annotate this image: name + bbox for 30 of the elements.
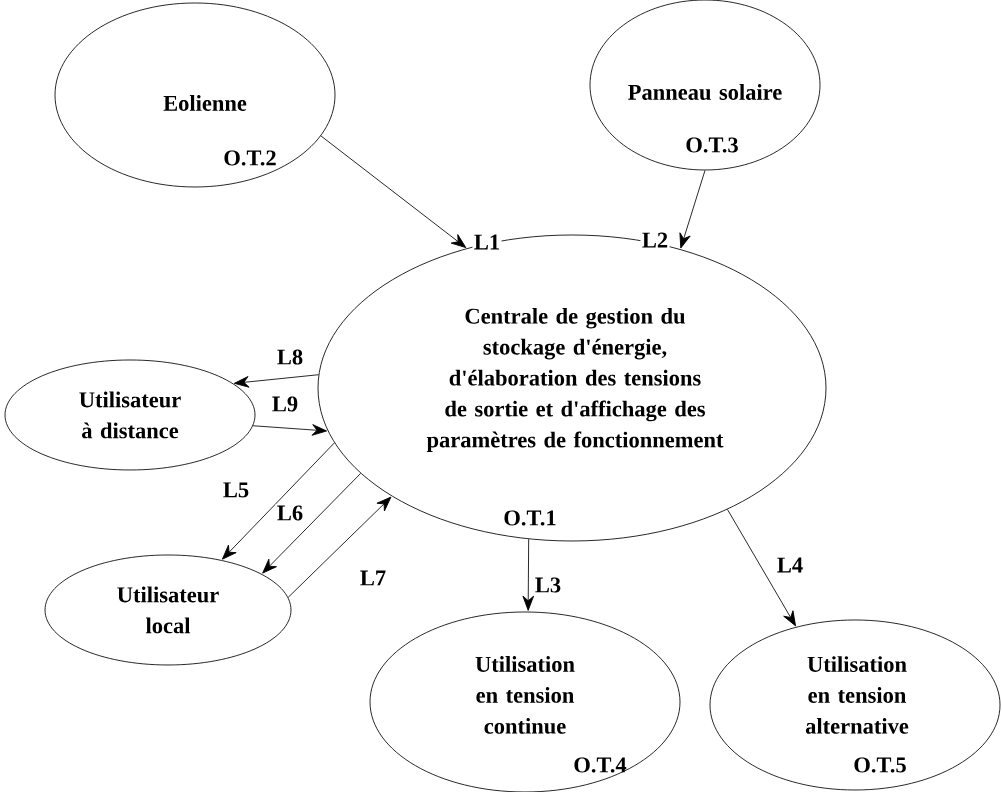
edge-label: L5 xyxy=(221,481,251,499)
arrow xyxy=(522,538,535,611)
edge-label: L7 xyxy=(358,569,388,587)
arrow xyxy=(252,424,328,436)
arrow xyxy=(320,135,467,248)
node-label: Utilisation en tension alternative xyxy=(805,656,909,734)
edge-label: L9 xyxy=(270,395,300,413)
edge-label: L2 xyxy=(640,231,670,249)
arrow xyxy=(287,496,392,598)
node-label: Utilisation en tension continue xyxy=(475,656,575,734)
node-label: Utilisateur à distance xyxy=(79,391,181,439)
arrow xyxy=(679,170,706,249)
node-label: Panneau solaire xyxy=(628,84,782,100)
node-label: Centrale de gestion du stockage d'énergie, d'élaboration des tensions de sortie et d'affichage des paramètres de fonctionnement xyxy=(426,307,724,453)
arrow xyxy=(233,374,319,388)
edge-label: L8 xyxy=(275,348,305,366)
edge-label: L1 xyxy=(472,233,502,251)
edge-label: L3 xyxy=(533,576,563,594)
object-code: O.T.4 xyxy=(574,757,627,773)
edge-label: L6 xyxy=(275,504,305,522)
arrow xyxy=(221,442,335,560)
node-label: Eolienne xyxy=(163,95,247,111)
object-code: O.T.1 xyxy=(504,510,556,526)
object-code: O.T.2 xyxy=(224,150,276,166)
arrow xyxy=(262,472,362,574)
edge-label: L4 xyxy=(775,556,805,574)
object-code: O.T.5 xyxy=(854,757,906,773)
object-code: O.T.3 xyxy=(686,137,738,153)
arrow xyxy=(727,509,796,627)
node-label: Utilisateur local xyxy=(117,586,219,634)
